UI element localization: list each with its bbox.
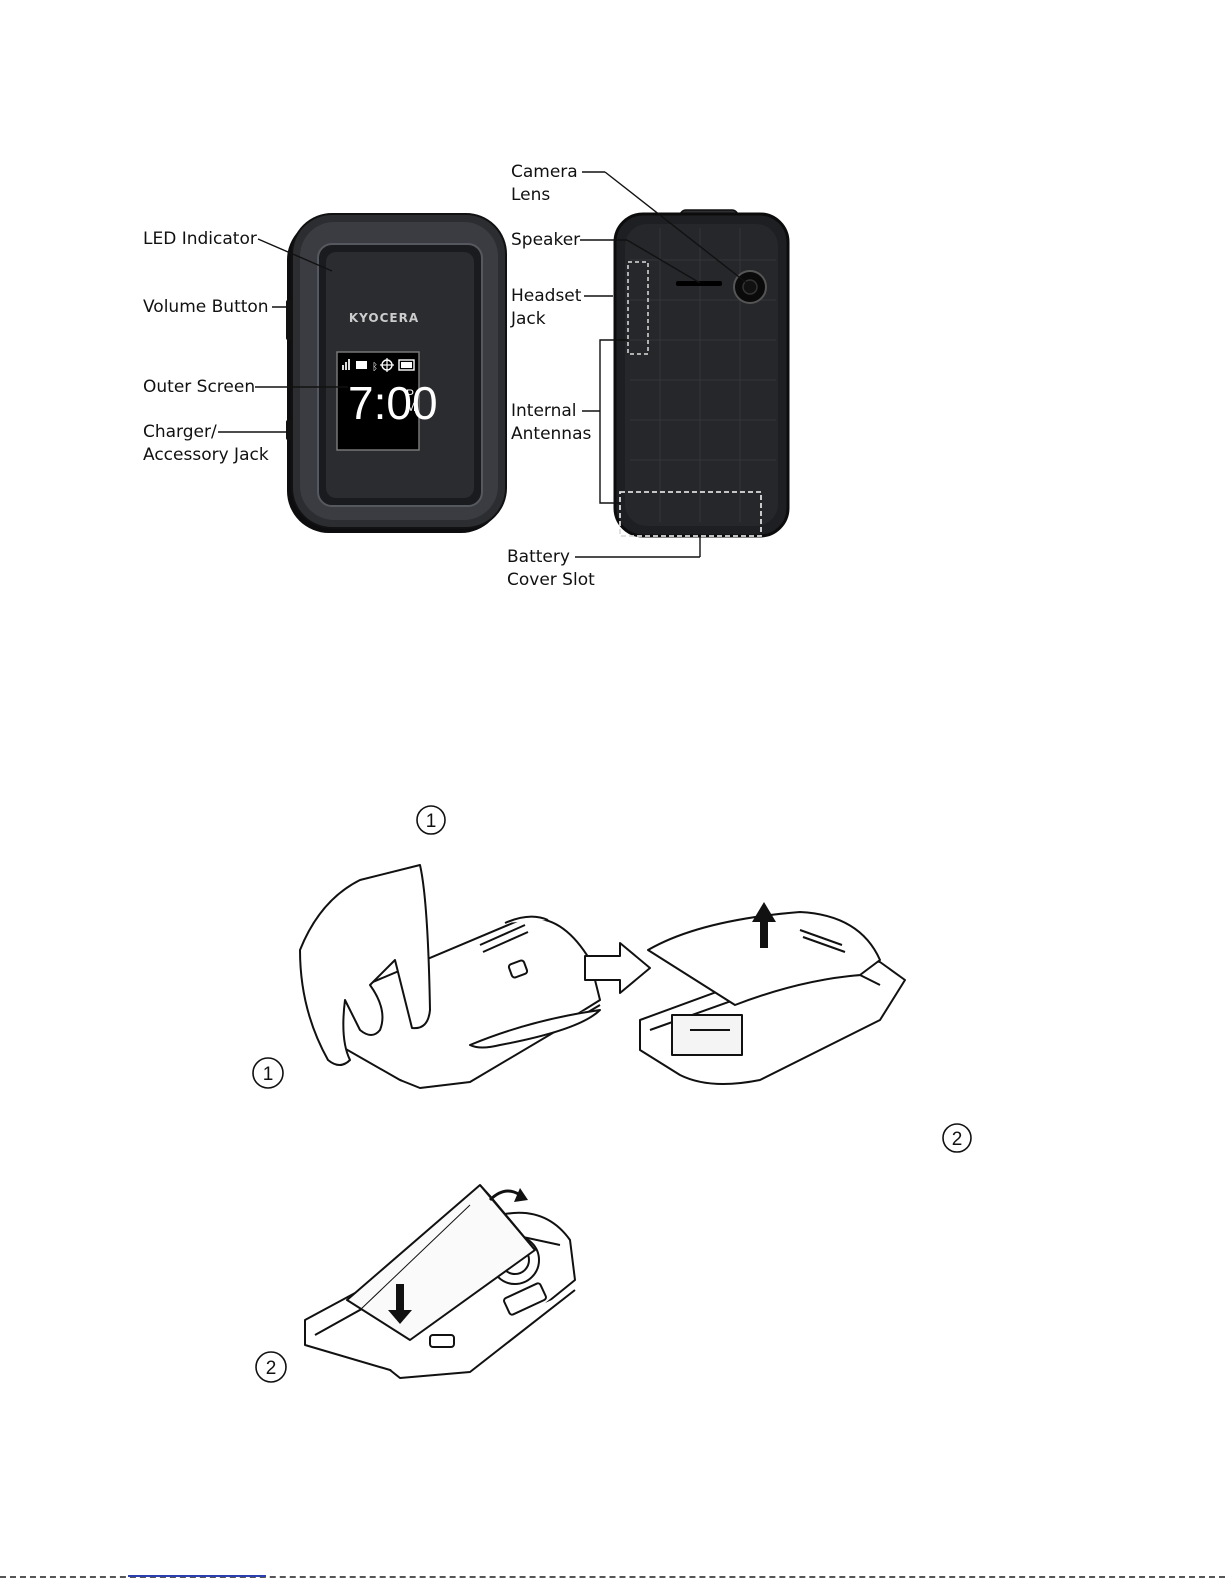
step2-marker-figure: 2 <box>254 1350 288 1384</box>
footer-link-underline[interactable] <box>128 1575 266 1577</box>
svg-text:2: 2 <box>266 1358 277 1379</box>
